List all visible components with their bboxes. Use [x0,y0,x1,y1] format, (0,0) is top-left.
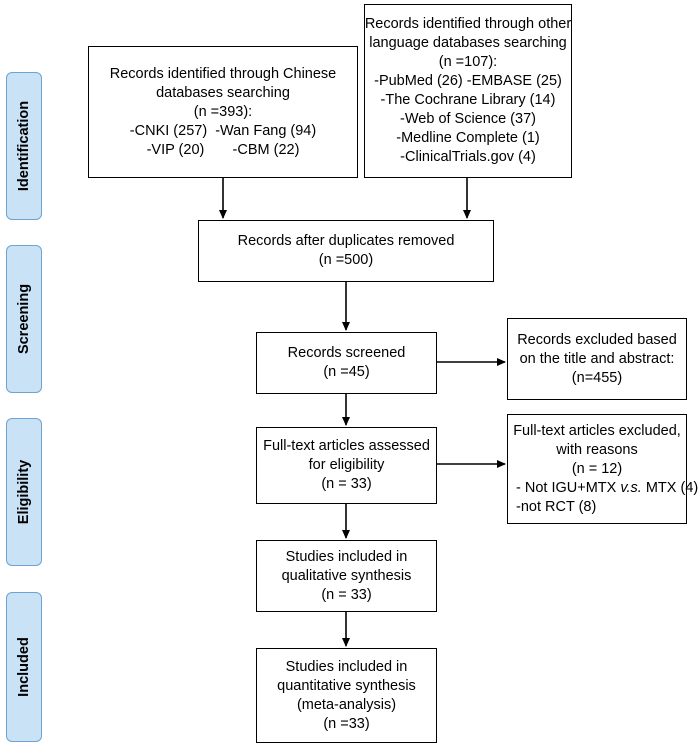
box-line: (meta-analysis) [296,696,397,713]
phase-screening-label: Screening [6,245,42,393]
box-line: language databases searching [369,35,567,51]
records-screened-box: Records screened (n =45) [256,332,437,394]
box-line: -CNKI (257) -Wan Fang (94) [129,122,317,139]
box-line: (n =33) [323,715,370,732]
box-line: -VIP (20) -CBM (22) [146,141,300,158]
box-line: (n =393): [193,103,253,120]
exclusion-reason-2: -not RCT (8) [516,498,597,515]
box-line: databases searching [156,84,290,101]
other-databases-box: Records identified through other languag… [364,4,572,178]
box-line: Full-text articles excluded, [513,422,681,439]
box-line: (n =500) [318,252,374,268]
box-line: Full-text articles assessed [263,438,430,454]
chinese-databases-box: Records identified through Chinese datab… [88,46,358,178]
reason-1-italic: v.s. [620,479,642,496]
reason-1-suffix: MTX (4) [641,479,698,496]
box-line: with reasons [556,441,638,458]
box-line: Studies included in [285,548,408,565]
box-line: for eligibility [308,457,385,473]
records-excluded-box: Records excluded based on the title and … [507,318,687,400]
box-line: Records after duplicates removed [237,233,455,249]
box-line: -Web of Science (37) [400,111,536,127]
box-line: -Medline Complete (1) [396,130,540,146]
box-line: Records screened [287,345,406,361]
exclusion-reason-1: - Not IGU+MTX v.s. MTX (4) [508,479,698,498]
box-line: (n =107): [438,54,498,70]
duplicates-removed-box: Records after duplicates removed (n =500… [198,220,494,282]
box-line: Records identified through Chinese [109,65,337,82]
box-line: (n =45) [323,364,370,380]
quantitative-synthesis-box: Studies included in quantitative synthes… [256,648,437,743]
box-line: on the title and abstract: [519,350,675,367]
box-line: -PubMed (26) -EMBASE (25) [374,73,562,89]
box-line: Records identified through other [364,16,572,32]
box-line: (n = 33) [321,476,372,492]
box-line: (n = 33) [321,586,372,603]
box-line: qualitative synthesis [281,567,412,584]
phase-included-label: Included [6,592,42,742]
qualitative-synthesis-box: Studies included in qualitative synthesi… [256,540,437,612]
box-line: -ClinicalTrials.gov (4) [400,149,536,165]
box-line: (n = 12) [571,460,623,477]
phase-identification-label: Identification [6,72,42,220]
fulltext-excluded-box: Full-text articles excluded, with reason… [507,414,698,524]
box-line: Records excluded based [517,331,677,348]
box-line: -The Cochrane Library (14) [380,92,556,108]
fulltext-assessed-box: Full-text articles assessed for eligibil… [256,427,437,504]
reason-1-prefix: - Not IGU+MTX [516,479,621,496]
box-line: Studies included in [285,658,408,675]
box-line: (n=455) [571,369,623,386]
box-line: quantitative synthesis [277,677,416,694]
phase-eligibility-label: Eligibility [6,418,42,566]
